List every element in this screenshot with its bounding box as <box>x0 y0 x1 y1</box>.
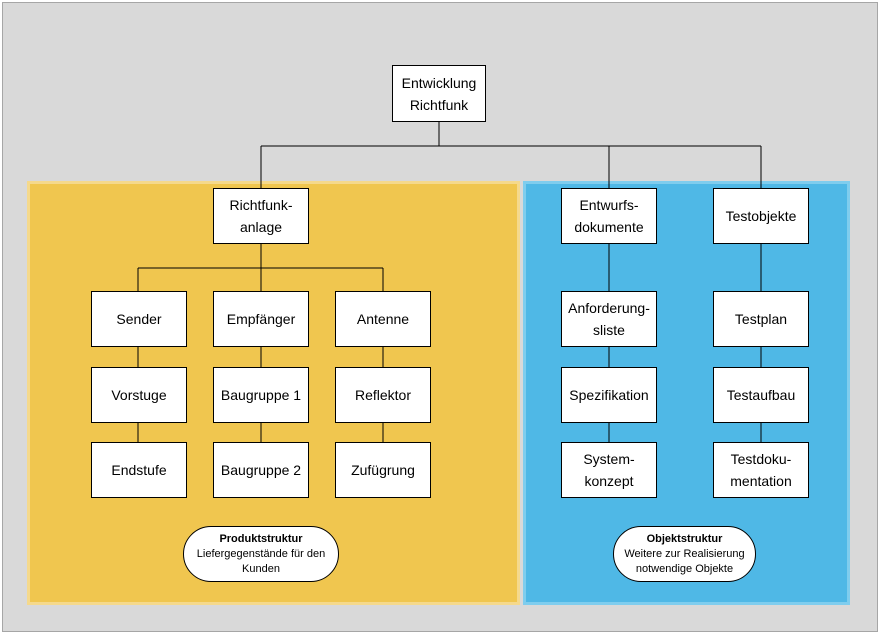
endstufe-node: Endstufe <box>91 442 187 498</box>
anforderungsliste-node: Anforderung- sliste <box>561 291 657 347</box>
testplan-node: Testplan <box>713 291 809 347</box>
reflektor-node: Reflektor <box>335 367 431 423</box>
connector-lines <box>137 122 762 442</box>
baugruppe2-node: Baugruppe 2 <box>213 442 309 498</box>
testdokumentation-node: Testdoku- mentation <box>713 442 809 498</box>
systemkonzept-node: System- konzept <box>561 442 657 498</box>
object-legend-text: Weitere zur Realisierung notwendige Obje… <box>624 548 745 575</box>
vorstuge-node: Vorstuge <box>91 367 187 423</box>
sender-node: Sender <box>91 291 187 347</box>
spezifikation-node: Spezifikation <box>561 367 657 423</box>
antenne-node: Antenne <box>335 291 431 347</box>
product-structure-legend: Produktstruktur Liefergegenstände für de… <box>183 526 339 582</box>
testobjekte-node: Testobjekte <box>713 188 809 244</box>
baugruppe1-node: Baugruppe 1 <box>213 367 309 423</box>
product-legend-title: Produktstruktur <box>219 533 303 545</box>
entwurfsdokumente-node: Entwurfs- dokumente <box>561 188 657 244</box>
object-structure-legend: Objektstruktur Weitere zur Realisierung … <box>613 526 756 582</box>
empfaenger-node: Empfänger <box>213 291 309 347</box>
zufuegrung-node: Zufügrung <box>335 442 431 498</box>
testaufbau-node: Testaufbau <box>713 367 809 423</box>
root-node: Entwicklung Richtfunk <box>392 65 486 122</box>
object-legend-title: Objektstruktur <box>646 533 723 545</box>
product-legend-text: Liefergegenstände für den Kunden <box>196 548 326 575</box>
richtfunkanlage-node: Richtfunk- anlage <box>213 188 309 244</box>
